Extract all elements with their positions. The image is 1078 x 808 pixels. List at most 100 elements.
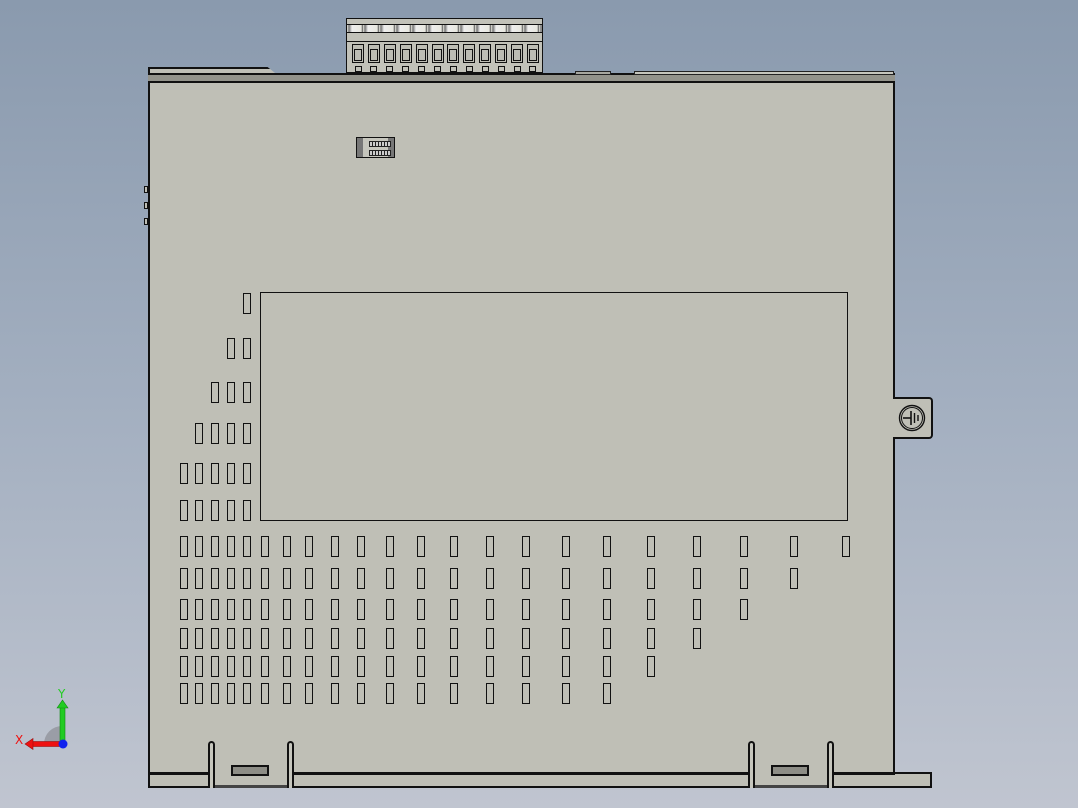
vent-slot [522, 568, 530, 589]
connector-divider [347, 41, 542, 42]
vent-slot [693, 628, 701, 649]
mounting-clip-right[interactable] [748, 741, 834, 788]
connector-pin [479, 44, 492, 63]
vent-slot [195, 656, 203, 677]
vent-slot [603, 599, 611, 620]
vent-slot [357, 599, 365, 620]
vent-slot [211, 536, 219, 557]
connector-pin [415, 44, 428, 63]
connector-pin-foot [386, 66, 394, 72]
vent-slot [243, 423, 251, 444]
vent-slot [243, 536, 251, 557]
vent-slot [227, 500, 235, 521]
vent-slot [647, 656, 655, 677]
vent-slot [693, 536, 701, 557]
vent-slot [180, 536, 188, 557]
vent-slot [522, 683, 530, 704]
connector-pin-foot [449, 66, 457, 72]
vent-slot [195, 683, 203, 704]
vent-slot [180, 500, 188, 521]
vent-slot [227, 536, 235, 557]
coordinate-triad[interactable]: Y X [14, 686, 74, 750]
vent-slot [243, 568, 251, 589]
vent-slot [450, 683, 458, 704]
vent-slot [450, 599, 458, 620]
connector-pin [367, 44, 380, 63]
connector-pin-foot [465, 66, 473, 72]
vent-slot [283, 656, 291, 677]
clip-arm [208, 741, 215, 788]
x-axis-arrowhead-icon [24, 737, 34, 750]
vent-slot [211, 423, 219, 444]
terminal-connector[interactable] [346, 18, 543, 73]
vent-slot [562, 536, 570, 557]
vent-slot [227, 423, 235, 444]
y-axis-arrow [59, 705, 66, 745]
vent-slot [283, 683, 291, 704]
dip-switch[interactable] [356, 137, 395, 158]
vent-slot [243, 599, 251, 620]
vent-slot [450, 568, 458, 589]
vent-slot [211, 568, 219, 589]
dip-switch-lever[interactable] [369, 150, 391, 156]
vent-slot [261, 628, 269, 649]
vent-slot [450, 628, 458, 649]
label-window [260, 292, 848, 521]
connector-pin-foot [434, 66, 441, 72]
dip-switch-side [388, 138, 394, 157]
vent-slot [740, 599, 748, 620]
vent-slot [227, 463, 235, 484]
connector-pin-foot [370, 66, 378, 72]
vent-slot [562, 568, 570, 589]
ground-symbol-icon [898, 404, 926, 432]
vent-slot [180, 656, 188, 677]
vent-slot [227, 382, 235, 403]
vent-slot [261, 656, 269, 677]
vent-slot [195, 536, 203, 557]
side-nub [144, 186, 148, 193]
ground-lug[interactable] [893, 397, 933, 439]
vent-slot [417, 536, 425, 557]
vent-slot [195, 500, 203, 521]
vent-slot [522, 656, 530, 677]
vent-slot [211, 656, 219, 677]
vent-slot [261, 536, 269, 557]
vent-slot [180, 683, 188, 704]
vent-slot [211, 599, 219, 620]
connector-pin [526, 44, 539, 63]
vent-slot [211, 382, 219, 403]
vent-slot [790, 536, 798, 557]
vent-slot [647, 628, 655, 649]
vent-slot [450, 536, 458, 557]
vent-slot [283, 628, 291, 649]
vent-slot [227, 599, 235, 620]
bottom-edge-line [148, 772, 895, 775]
vent-slot [357, 656, 365, 677]
connector-pin [431, 44, 444, 63]
vent-slot [195, 568, 203, 589]
vent-slot [227, 568, 235, 589]
top-small-tab [575, 71, 611, 75]
vent-slot [261, 599, 269, 620]
mounting-clip-left[interactable] [208, 741, 294, 788]
vent-slot [227, 683, 235, 704]
vent-slot [790, 568, 798, 589]
vent-slot [243, 683, 251, 704]
vent-slot [603, 628, 611, 649]
vent-slot [562, 628, 570, 649]
connector-pin-foot [481, 66, 489, 72]
vent-slot [331, 628, 339, 649]
vent-slot [211, 683, 219, 704]
dip-switch-lever[interactable] [369, 141, 391, 147]
vent-slot [180, 628, 188, 649]
vent-slot [243, 656, 251, 677]
connector-pin-foot [418, 66, 426, 72]
vent-slot [227, 656, 235, 677]
vent-slot [562, 683, 570, 704]
connector-pin [383, 44, 396, 63]
vent-slot [417, 656, 425, 677]
vent-slot [243, 463, 251, 484]
vent-slot [740, 568, 748, 589]
vent-slot [486, 656, 494, 677]
z-axis-dot [58, 739, 68, 749]
